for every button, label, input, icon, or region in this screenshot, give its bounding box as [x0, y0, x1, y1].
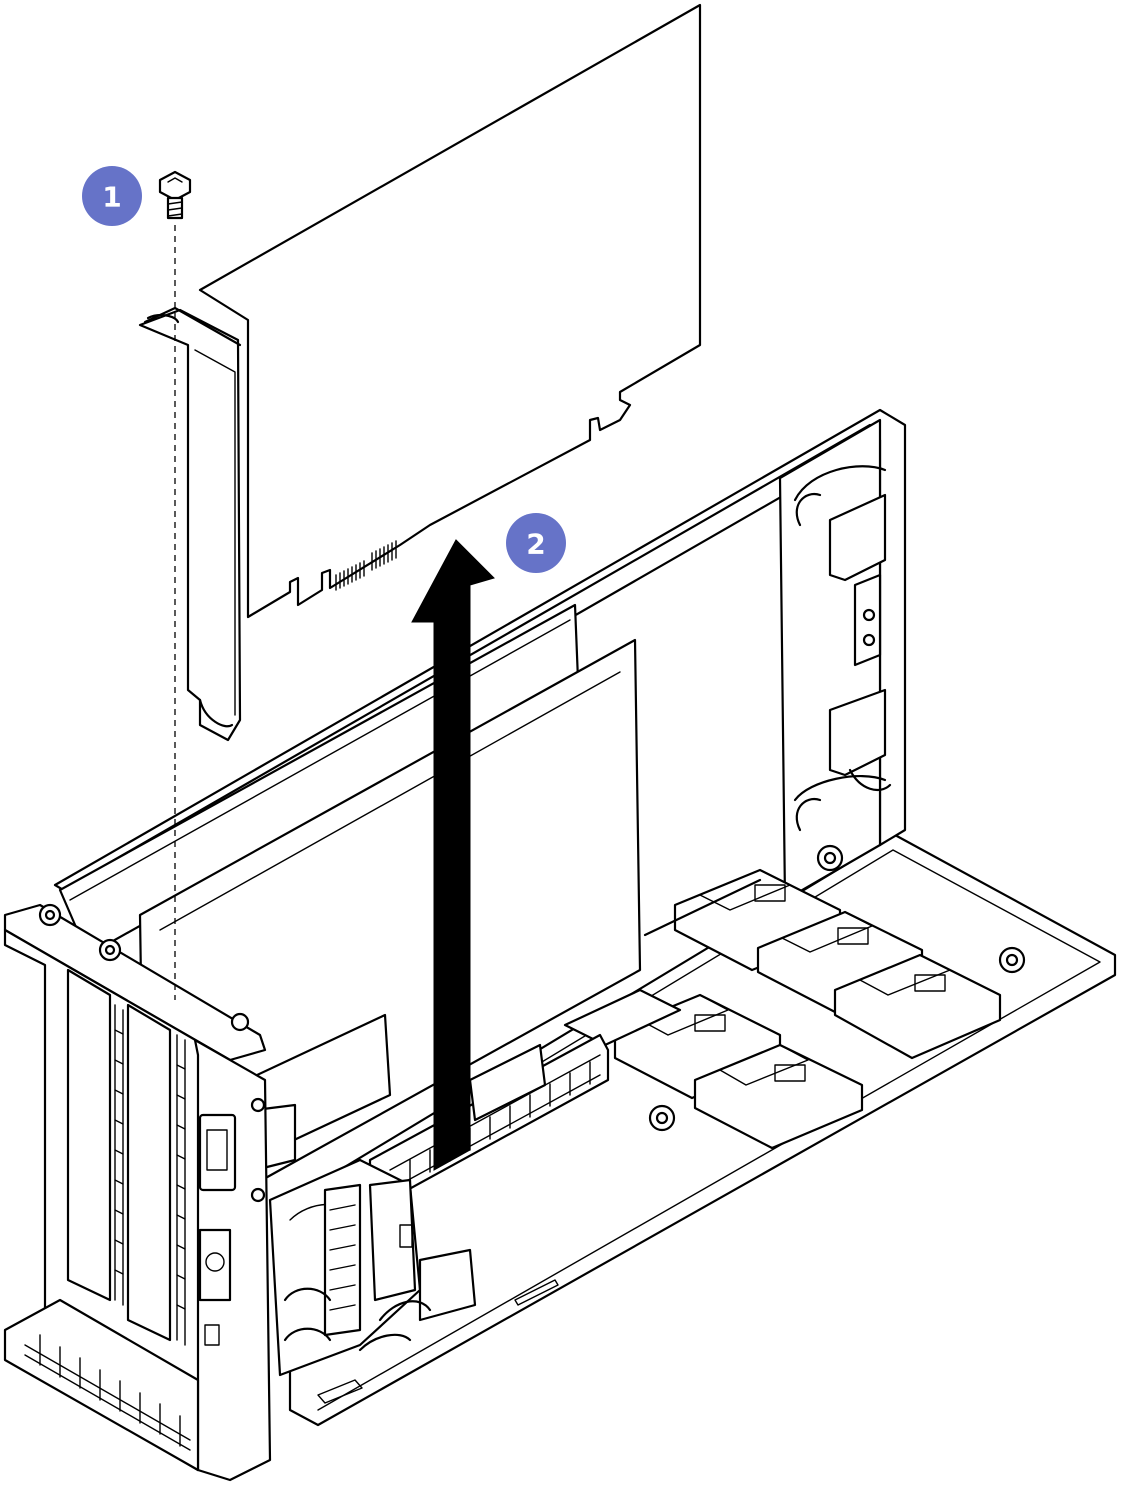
port-round: [198, 1228, 232, 1302]
bracket-latch-lower: [828, 688, 887, 777]
connector-5: [693, 1043, 864, 1150]
gold-fingers: [335, 540, 397, 591]
callout-2: 2: [506, 513, 566, 573]
riser-front-bracket: [3, 903, 272, 1482]
riser-cable-clips: [268, 1158, 477, 1377]
bracket-latch-upper: [828, 493, 887, 582]
callout-1-label: 1: [102, 181, 121, 214]
bracket-screws: [38, 903, 266, 1203]
callout-1: 1: [82, 166, 142, 226]
removal-arrow: [411, 539, 495, 1171]
slimline-connectors: [550, 844, 1026, 1150]
port-rj45: [198, 1113, 237, 1192]
connector-3: [833, 953, 1002, 1060]
pcie-adapter: [138, 3, 702, 742]
callout-2-label: 2: [526, 528, 545, 561]
adapter-screw: [158, 170, 192, 220]
